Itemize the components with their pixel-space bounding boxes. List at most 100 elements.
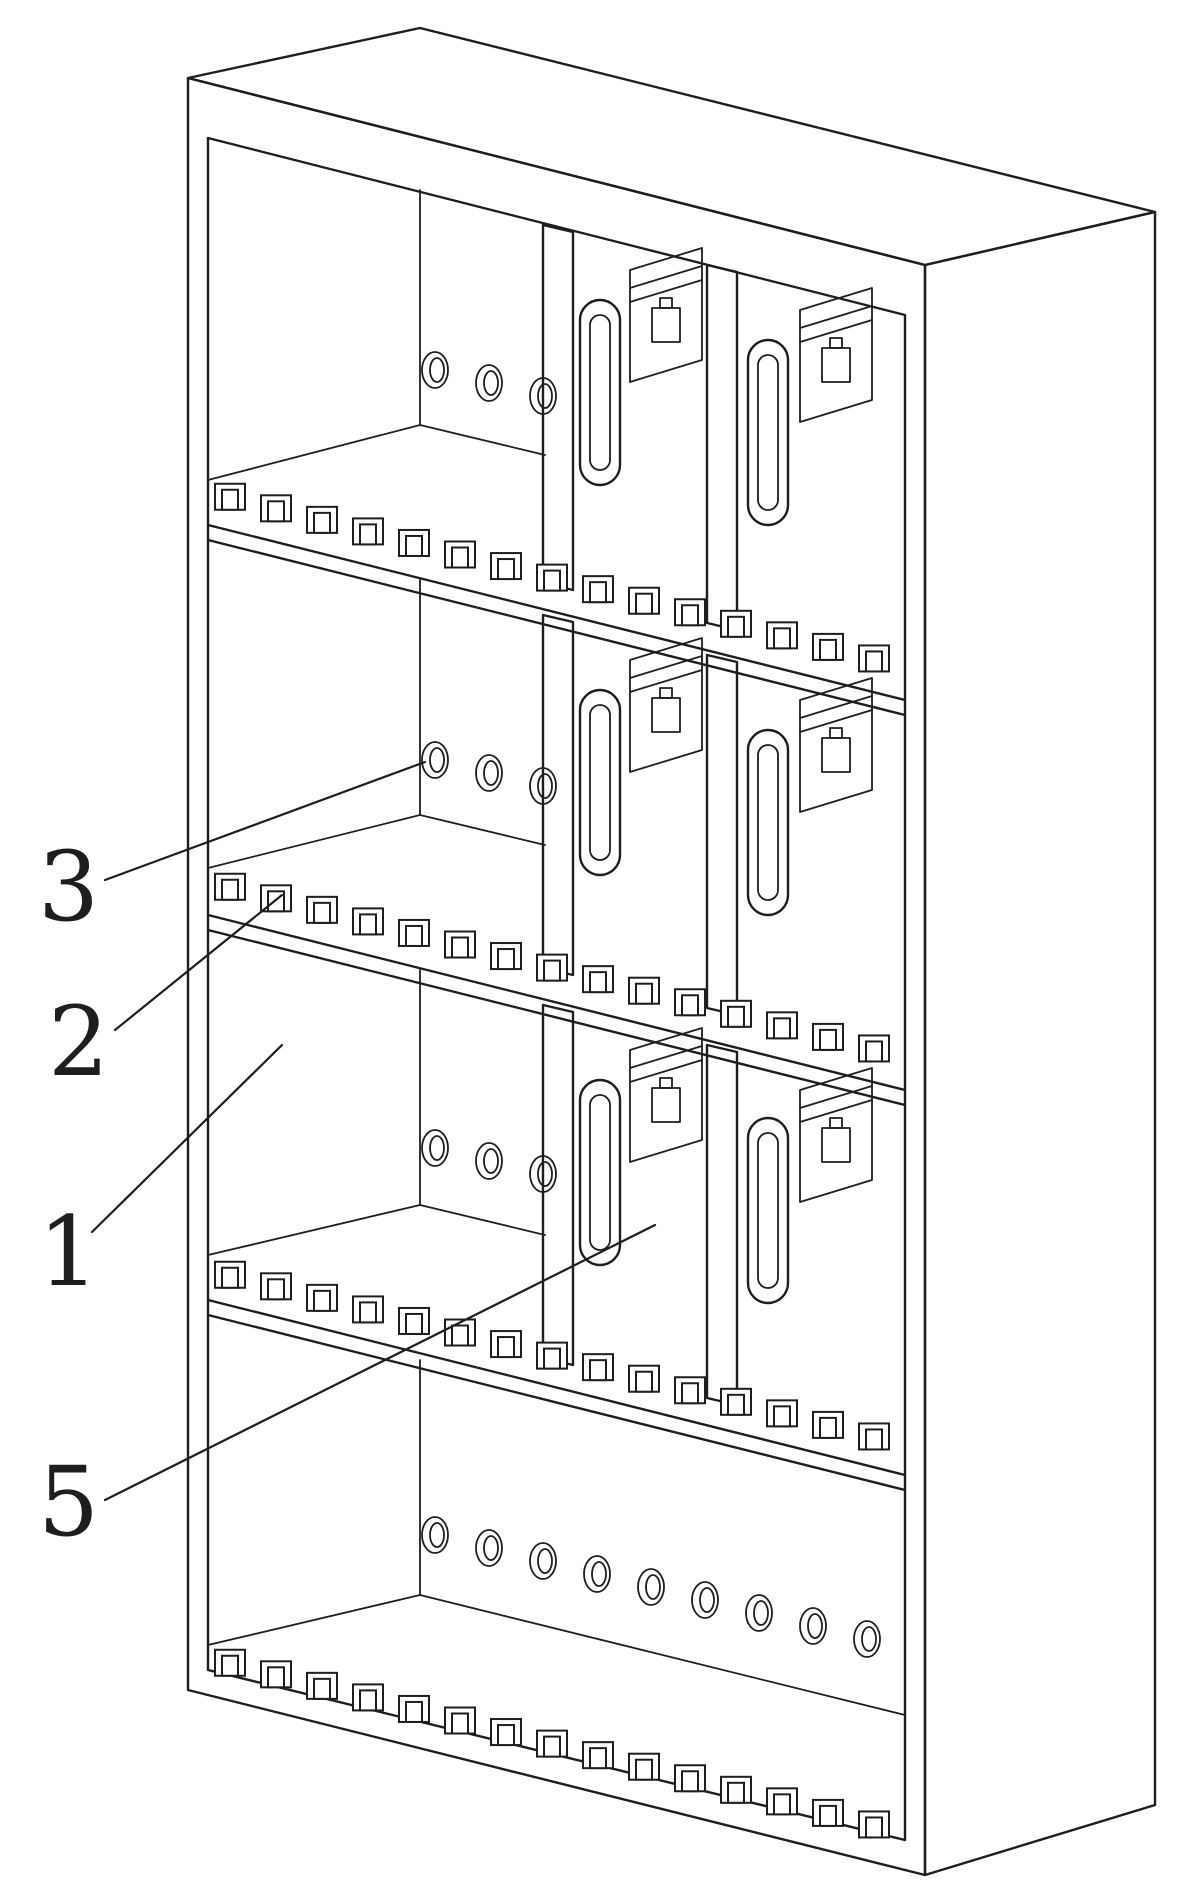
elongated-slot xyxy=(578,1078,622,1267)
device-cap xyxy=(829,337,843,349)
shelf-tab-notch xyxy=(727,615,745,638)
partition-a-top xyxy=(541,223,575,592)
shelf-tab xyxy=(674,1376,706,1405)
mounting-hole-inner xyxy=(537,1161,553,1187)
device-block xyxy=(651,1087,681,1123)
shelf-tab xyxy=(536,563,568,592)
shelf-tabs xyxy=(214,482,890,1839)
shelf-tab xyxy=(536,1341,568,1370)
shelf-tab xyxy=(628,1364,660,1393)
mounting-hole-inner xyxy=(753,1600,769,1626)
shelf-tab-notch xyxy=(635,1370,653,1393)
device-block xyxy=(651,307,681,343)
mounting-hole xyxy=(529,1155,557,1193)
mounting-hole xyxy=(529,377,557,415)
mounting-hole xyxy=(475,1142,503,1180)
shelf-tab-notch xyxy=(681,604,699,627)
shelf-tab xyxy=(398,918,430,947)
mounting-hole-inner xyxy=(483,760,499,786)
shelf-tab-notch xyxy=(221,488,239,511)
shelf-tab-notch xyxy=(543,1347,561,1370)
shelf-tab-notch xyxy=(221,1266,239,1289)
partition-a-bot xyxy=(541,1003,575,1367)
shelf-tab xyxy=(674,1764,706,1793)
mounting-hole-inner xyxy=(645,1574,661,1600)
shelf-tab-notch xyxy=(819,1028,837,1051)
shelf-tab-notch xyxy=(681,1382,699,1405)
cabinet-body xyxy=(186,26,1157,1877)
shelf-tab-notch xyxy=(451,1712,469,1735)
shelf-tab xyxy=(628,586,660,615)
shelf-tab xyxy=(628,1752,660,1781)
mounting-hole-inner xyxy=(429,747,445,773)
mounted-device xyxy=(629,637,703,773)
device-cap xyxy=(659,687,673,699)
shelf-tab xyxy=(766,621,798,650)
shelf-tab-notch xyxy=(819,1804,837,1827)
mounted-device xyxy=(799,677,873,813)
shelf-tab xyxy=(444,540,476,569)
shelf-tab xyxy=(674,988,706,1017)
shelf-tab xyxy=(214,1260,246,1289)
mounting-hole xyxy=(475,364,503,402)
mounting-hole-inner xyxy=(429,357,445,383)
mounting-hole xyxy=(529,767,557,805)
mounting-hole-inner xyxy=(861,1626,877,1652)
shelf-tab-notch xyxy=(221,878,239,901)
elongated-slot-inner xyxy=(589,1094,611,1251)
callout-3: 3 xyxy=(38,831,99,943)
mounting-hole xyxy=(421,741,449,779)
shelf-3-front xyxy=(206,1298,907,1477)
device-block xyxy=(821,1127,851,1163)
shelf-tab-notch xyxy=(589,1747,607,1770)
elongated-slot-inner xyxy=(589,704,611,861)
elongated-slot-inner xyxy=(757,354,779,511)
shelf-tab-notch xyxy=(267,1278,285,1301)
shelf-tab-notch xyxy=(865,650,883,673)
shelf-tab xyxy=(628,976,660,1005)
shelf-tab-notch xyxy=(543,569,561,592)
partition-b-bot xyxy=(705,1043,739,1407)
device-rail xyxy=(629,1059,703,1083)
shelf-tab-notch xyxy=(451,546,469,569)
shelf-tab-notch xyxy=(313,1677,331,1700)
mounting-hole-inner xyxy=(429,1522,445,1548)
device-bracket xyxy=(799,287,873,423)
shelf-tab-notch xyxy=(681,994,699,1017)
shelf-tab xyxy=(858,1810,890,1839)
callout-1: 1 xyxy=(38,1196,99,1308)
shelf-tab-notch xyxy=(405,1700,423,1723)
shelf-tab-notch xyxy=(773,1405,791,1428)
leader-lines xyxy=(90,760,657,1502)
mounting-hole xyxy=(691,1581,719,1619)
shelf-tab-notch xyxy=(359,1689,377,1712)
shelf-tab xyxy=(352,907,384,936)
elongated-slot-inner xyxy=(757,744,779,901)
mounted-device xyxy=(629,247,703,383)
device-rail xyxy=(629,279,703,303)
shelf-tab xyxy=(444,1318,476,1347)
shelf-tab xyxy=(720,1775,752,1804)
shelf-tab-notch xyxy=(451,936,469,959)
shelf-tab-notch xyxy=(773,627,791,650)
shelf-tab xyxy=(214,1648,246,1677)
device-cap xyxy=(829,1117,843,1129)
mounted-device xyxy=(799,1067,873,1203)
shelf-tab-notch xyxy=(865,1040,883,1063)
device-cap xyxy=(659,297,673,309)
shelf-1-front xyxy=(206,523,907,702)
compartment-1-floor xyxy=(207,424,546,481)
mounting-holes xyxy=(421,351,881,1658)
shelf-tab-notch xyxy=(635,982,653,1005)
shelf-tab-notch xyxy=(313,1289,331,1312)
shelf-tab xyxy=(260,1660,292,1689)
device-bracket xyxy=(629,1027,703,1163)
front-opening xyxy=(206,136,907,1842)
shelf-tab-notch xyxy=(589,1359,607,1382)
callout-5: 5 xyxy=(38,1446,99,1558)
partition-a-mid xyxy=(541,613,575,977)
shelf-tab xyxy=(306,1671,338,1700)
mounting-hole-inner xyxy=(429,1135,445,1161)
shelf-tab-notch xyxy=(543,1735,561,1758)
mounting-hole-inner xyxy=(807,1613,823,1639)
